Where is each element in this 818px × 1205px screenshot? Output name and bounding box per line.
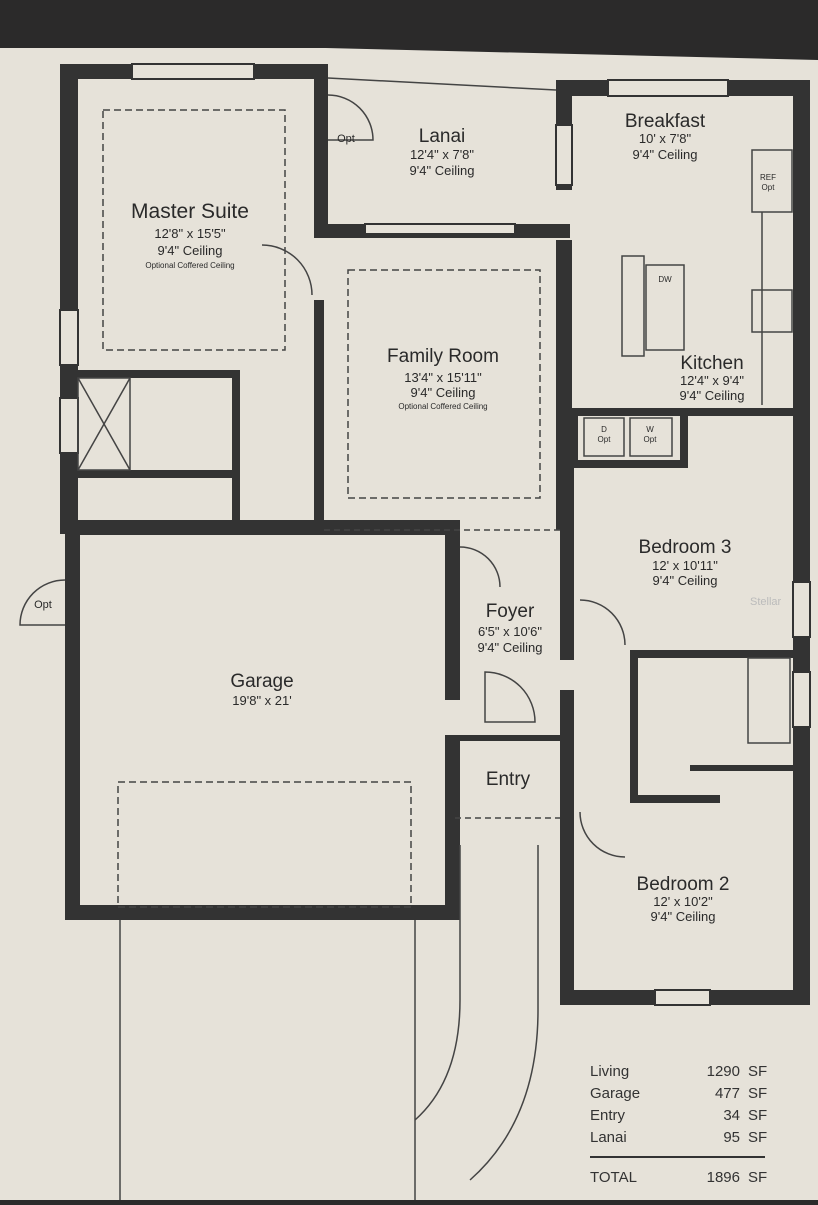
room-size: 12'8" x 15'5" [154,226,226,241]
svg-text:12' x 10'11": 12' x 10'11" [652,558,718,573]
svg-text:19'8" x 21': 19'8" x 21' [232,693,291,708]
room-note: Optional Coffered Ceiling [145,261,234,270]
watermark: Stellar [750,596,782,608]
room-lanai: Lanai 12'4" x 7'8" 9'4" Ceiling [410,126,475,178]
total-unit: SF [748,1169,767,1186]
svg-text:Foyer: Foyer [486,601,535,622]
total-value: 1896 [707,1169,740,1186]
svg-text:9'4" Ceiling: 9'4" Ceiling [651,909,716,924]
svg-text:Bedroom 3: Bedroom 3 [639,537,732,558]
area-unit: SF [748,1107,767,1124]
svg-text:6'5" x 10'6": 6'5" x 10'6" [478,624,542,639]
garage-door-opt: Opt [34,599,52,611]
svg-text:9'4" Ceiling: 9'4" Ceiling [633,147,698,162]
total-label: TOTAL [590,1169,637,1186]
area-value: 477 [715,1085,740,1102]
svg-text:Entry: Entry [486,769,531,790]
svg-text:9'4" Ceiling: 9'4" Ceiling [680,388,745,403]
plan-lines [19,77,793,1200]
svg-text:Family Room: Family Room [387,346,499,367]
paper [0,40,818,1200]
area-value: 95 [723,1129,740,1146]
room-ceiling: 9'4" Ceiling [158,243,223,258]
area-label: Living [590,1063,629,1080]
svg-text:Optional Coffered Ceiling: Optional Coffered Ceiling [398,402,487,411]
windows [59,63,811,1006]
svg-text:12'4" x 7'8": 12'4" x 7'8" [410,147,474,162]
room-family-room: Family Room 13'4" x 15'11" 9'4" Ceiling … [387,346,499,411]
area-label: Entry [590,1107,626,1124]
room-entry: Entry [486,769,531,790]
area-value: 1290 [707,1063,740,1080]
ref-label: REF [760,173,776,182]
room-master-suite: Master Suite 12'8" x 15'5" 9'4" Ceiling … [131,200,249,270]
svg-text:13'4" x 15'11": 13'4" x 15'11" [404,370,482,385]
lanai-door-opt: Opt [337,133,355,145]
svg-text:12' x 10'2": 12' x 10'2" [653,894,713,909]
svg-text:Bedroom 2: Bedroom 2 [637,874,730,895]
svg-text:Lanai: Lanai [419,126,466,147]
area-label: Garage [590,1085,640,1102]
area-unit: SF [748,1085,767,1102]
dryer-label: D [601,425,607,434]
svg-text:10' x 7'8": 10' x 7'8" [639,131,692,146]
room-foyer: Foyer 6'5" x 10'6" 9'4" Ceiling [478,601,543,655]
dishwasher-label: DW [658,275,672,284]
area-unit: SF [748,1063,767,1080]
room-name: Master Suite [131,200,249,223]
svg-text:Kitchen: Kitchen [680,353,743,374]
washer-label: W [646,425,654,434]
area-value: 34 [723,1107,740,1124]
svg-text:9'4" Ceiling: 9'4" Ceiling [478,640,543,655]
room-garage: Garage 19'8" x 21' [230,671,293,708]
svg-text:9'4" Ceiling: 9'4" Ceiling [410,163,475,178]
room-bedroom-2: Bedroom 2 12' x 10'2" 9'4" Ceiling [637,874,730,924]
dryer-opt: Opt [598,435,612,444]
room-kitchen: Kitchen 12'4" x 9'4" 9'4" Ceiling [680,353,745,403]
ref-opt: Opt [762,183,776,192]
room-bedroom-3: Bedroom 3 12' x 10'11" 9'4" Ceiling [639,537,732,588]
svg-text:9'4" Ceiling: 9'4" Ceiling [653,573,718,588]
svg-text:Garage: Garage [230,671,293,692]
svg-text:Breakfast: Breakfast [625,111,706,132]
room-breakfast: Breakfast 10' x 7'8" 9'4" Ceiling [625,111,706,162]
svg-text:9'4" Ceiling: 9'4" Ceiling [411,385,476,400]
area-label: Lanai [590,1129,627,1146]
area-unit: SF [748,1129,767,1146]
svg-text:12'4" x 9'4": 12'4" x 9'4" [680,373,744,388]
washer-opt: Opt [644,435,658,444]
